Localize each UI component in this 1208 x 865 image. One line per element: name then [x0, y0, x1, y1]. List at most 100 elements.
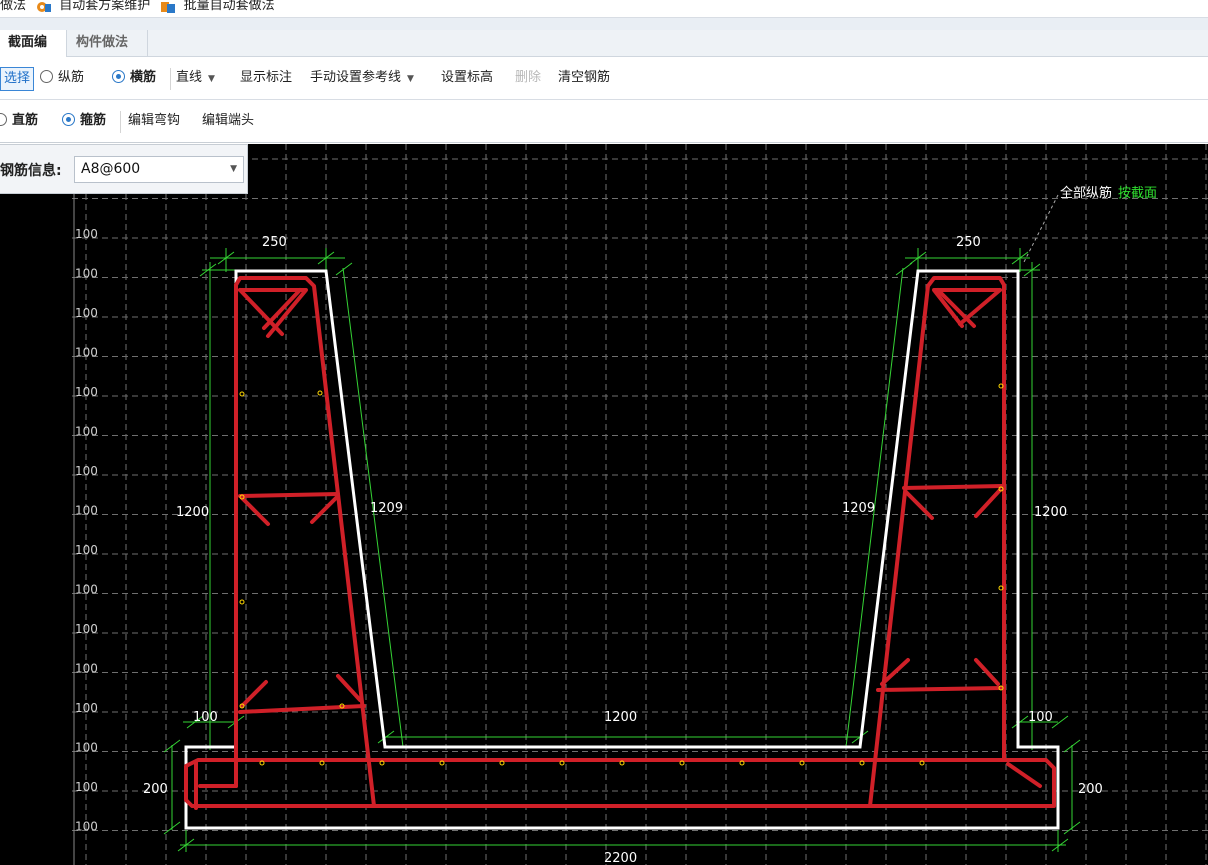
tab-section-edit[interactable]: 截面编辑: [0, 30, 67, 76]
dim-right-slope: 1209: [842, 501, 875, 516]
ruler-tick-label: 100: [75, 227, 98, 241]
header-gap: [0, 18, 1208, 30]
longitudinal-bar-dots: [239, 383, 1004, 766]
bar-dot: [679, 760, 685, 766]
longitudinal-scope-tag[interactable]: 全部纵筋按截面: [1060, 182, 1157, 201]
set-elevation-button[interactable]: 设置标高: [441, 70, 494, 85]
dim-left-base-height: 200: [143, 782, 168, 797]
rebar-info-label: 钢筋信息:: [0, 163, 62, 179]
dim-left-height: 1200: [176, 505, 209, 520]
bar-dot: [239, 494, 245, 500]
ruler-tick-label: 100: [75, 622, 98, 636]
radio-unchecked-icon: [40, 70, 53, 83]
dim-total-width: 2200: [604, 851, 637, 865]
bar-dot: [799, 760, 805, 766]
vertical-ruler: 100 100 100 100 100 100 100 100 100 100 100 100 100 1…: [73, 144, 98, 865]
bar-dot: [859, 760, 865, 766]
straight-label: 直筋: [12, 113, 39, 128]
bar-dot: [239, 391, 245, 397]
longitudinal-label: 纵筋: [58, 70, 85, 85]
ruler-tick-label: 100: [75, 583, 98, 597]
chevron-down-icon: ▼: [208, 74, 215, 84]
section-drawing-canvas[interactable]: 100 100 100 100 100 100 100 100 100 100 100 100 100 1…: [0, 144, 1208, 865]
ruler-tick-label: 100: [75, 543, 98, 557]
bar-dot: [379, 760, 385, 766]
ruler-tick-label: 100: [75, 385, 98, 399]
method-menu-item[interactable]: 做法: [0, 0, 27, 13]
chevron-down-icon: ▼: [407, 74, 414, 84]
stirrup-label: 箍筋: [80, 113, 107, 128]
bar-dot: [919, 760, 925, 766]
ruler-tick-label: 100: [75, 267, 98, 281]
ruler-tick-label: 100: [75, 306, 98, 320]
left-wall-rebar: [234, 276, 376, 808]
right-wall-rebar: [868, 276, 1006, 808]
ruler-tick-label: 100: [75, 346, 98, 360]
section-drawing[interactable]: 100 100 100 100 100 100 100 100 100 100 100 100 100 1…: [0, 144, 1208, 865]
leader-line: [1023, 194, 1059, 263]
dimension-lines: [163, 248, 1081, 852]
bar-dot: [239, 599, 245, 605]
dim-inner-width: 1200: [604, 710, 637, 725]
auto-plan-maintenance-button[interactable]: 自动套方案维护: [59, 0, 151, 13]
radio-unchecked-icon: [0, 113, 7, 126]
bar-dot: [339, 703, 345, 709]
bar-dot: [998, 383, 1004, 389]
ruler-tick-label: 100: [75, 464, 98, 478]
bar-dot: [619, 760, 625, 766]
dim-right-base-height: 200: [1078, 782, 1103, 797]
rebar-info-panel: 钢筋信息: A8@600 ▼: [0, 144, 248, 194]
rebar-info-dropdown[interactable]: A8@600 ▼: [74, 156, 244, 183]
batch-auto-method-button[interactable]: 批量自动套做法: [183, 0, 275, 13]
manual-ref-line-label: 手动设置参考线: [310, 70, 402, 85]
rebar-info-value: A8@600: [81, 161, 141, 177]
tab-component-method[interactable]: 构件做法: [68, 30, 148, 57]
radio-checked-icon: [62, 113, 75, 126]
longitudinal-radio[interactable]: 纵筋: [40, 67, 84, 91]
ruler-tick-label: 100: [75, 780, 98, 794]
dim-left-step: 100: [193, 710, 218, 725]
transverse-label: 横筋: [130, 70, 157, 85]
clear-rebar-button[interactable]: 清空钢筋: [558, 70, 611, 85]
ruler-tick-label: 100: [75, 701, 98, 715]
ruler-tick-label: 100: [75, 662, 98, 676]
radio-checked-icon: [112, 70, 125, 83]
ruler-tick-label: 100: [75, 741, 98, 755]
toolbar-divider: [120, 111, 121, 133]
ruler-tick-label: 100: [75, 504, 98, 518]
bar-dot: [739, 760, 745, 766]
ruler-tick-label: 100: [75, 820, 98, 834]
manual-ref-line-dropdown[interactable]: 手动设置参考线 ▼: [310, 67, 414, 91]
chevron-down-icon: ▼: [230, 164, 237, 174]
batch-apply-icon: [161, 2, 176, 13]
edit-end-button[interactable]: 编辑端头: [202, 113, 255, 128]
bar-dot: [998, 486, 1004, 492]
line-type-value: 直线: [176, 70, 203, 85]
bar-dot: [559, 760, 565, 766]
show-annotation-button[interactable]: 显示标注: [240, 70, 293, 85]
all-longitudinal-label: 全部纵筋: [1060, 186, 1113, 201]
stirrup-radio[interactable]: 箍筋: [62, 110, 106, 134]
grid-lines: [72, 144, 1208, 865]
line-type-dropdown[interactable]: 直线 ▼: [176, 67, 215, 91]
bar-dot: [317, 390, 323, 396]
bar-dot: [499, 760, 505, 766]
dim-top-right-width: 250: [956, 235, 981, 250]
bar-dot: [319, 760, 325, 766]
top-toolbar: 做法 自动套方案维护 批量自动套做法: [0, 0, 1208, 18]
bar-dot: [998, 585, 1004, 591]
bar-dot: [259, 760, 265, 766]
dim-left-slope: 1209: [370, 501, 403, 516]
transverse-radio[interactable]: 横筋: [112, 67, 156, 91]
section-outline[interactable]: [184, 269, 1060, 830]
rebar-toolbar: 选择 纵筋 横筋 直线 ▼ 显示标注 手动设置参考线 ▼ 设置标高 删除 清空钢筋: [0, 58, 1208, 100]
edit-hook-button[interactable]: 编辑弯钩: [128, 113, 181, 128]
straight-radio[interactable]: 直筋: [0, 110, 38, 134]
tab-bar: 截面编辑 构件做法: [0, 30, 1208, 76]
by-section-label: 按截面: [1118, 186, 1158, 201]
delete-button[interactable]: 删除: [515, 70, 542, 85]
select-button[interactable]: 选择: [0, 67, 35, 91]
dimension-texts: 250 250 1200 1200 1209 1209 100 100 1200…: [143, 235, 1103, 865]
rebar-group: [184, 276, 1056, 810]
